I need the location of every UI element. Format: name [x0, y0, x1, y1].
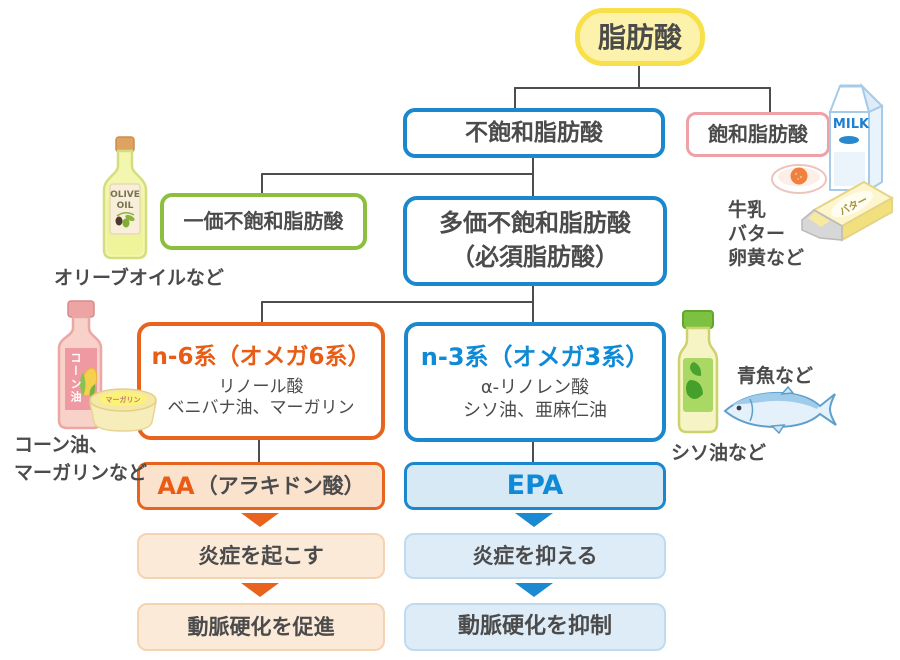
connector-line	[261, 301, 263, 324]
olive-oil-label-line1: OLIVE	[110, 190, 140, 200]
node-n6-effect1-label: 炎症を起こす	[198, 543, 324, 568]
caption-saturated-line3: 卵黄など	[728, 247, 805, 269]
caption-corn-margarine-line2: マーガリンなど	[14, 462, 148, 484]
node-n3: n-3系（オメガ3系） α-リノレン酸 シソ油、亜麻仁油	[404, 322, 666, 442]
margarine-label: マーガリン	[105, 396, 141, 404]
caption-blue-fish: 青魚など	[737, 365, 814, 387]
node-n3-title: n-3系（オメガ3系）	[420, 343, 650, 371]
caption-saturated-line2: バター	[728, 223, 786, 245]
olive-oil-bottle-icon	[102, 136, 148, 260]
node-n3-sub1: α-リノレン酸	[480, 377, 590, 398]
node-n6: n-6系（オメガ6系） リノール酸 ベニバナ油、マーガリン	[137, 322, 385, 440]
node-epa-label: EPA	[506, 470, 564, 502]
node-poly-unsaturated: 多価不飽和脂肪酸 （必須脂肪酸）	[403, 196, 667, 286]
caption-shiso-oil: シソ油など	[671, 442, 767, 464]
root-node-fatty-acid: 脂肪酸	[575, 8, 705, 66]
node-n3-sub2: シソ油、亜麻仁油	[463, 399, 607, 421]
connector-line	[258, 439, 260, 464]
down-arrow-icon	[241, 583, 279, 597]
node-poly-line2: （必須脂肪酸）	[451, 243, 619, 271]
node-n6-title: n-6系（オメガ6系）	[151, 343, 371, 370]
caption-olive-oil: オリーブオイルなど	[54, 267, 224, 289]
connector-line	[514, 87, 516, 110]
milk-label: MILK	[832, 117, 870, 132]
node-n6-sub1: リノール酸	[218, 376, 304, 397]
node-n6-effect2-label: 動脈硬化を促進	[187, 614, 335, 639]
corn-oil-bottle-icon	[57, 300, 103, 430]
butter-pack-icon	[801, 180, 895, 242]
node-poly-line1: 多価不飽和脂肪酸	[439, 209, 631, 238]
connector-line	[769, 87, 771, 114]
root-node-label: 脂肪酸	[597, 20, 682, 54]
caption-corn-margarine-line1: コーン油、	[14, 434, 109, 456]
node-aa-suffix: （アラキドン酸）	[196, 473, 365, 498]
node-n3-effect-inflammation: 炎症を抑える	[404, 533, 666, 579]
corn-oil-label: コーン油	[69, 352, 82, 404]
node-n3-effect1-label: 炎症を抑える	[472, 543, 598, 568]
connector-line	[261, 173, 534, 175]
connector-line	[261, 301, 534, 303]
shiso-oil-bottle-icon	[677, 310, 719, 434]
node-unsaturated-label: 不飽和脂肪酸	[465, 119, 603, 146]
node-saturated-label: 飽和脂肪酸	[708, 122, 808, 146]
caption-saturated-line1: 牛乳	[728, 199, 767, 221]
egg-yolk-dish-icon	[771, 164, 827, 194]
down-arrow-icon	[515, 583, 553, 597]
connector-line	[638, 64, 640, 89]
node-aa: AA （アラキドン酸）	[137, 462, 385, 510]
node-n3-effect-arteriosclerosis: 動脈硬化を抑制	[404, 603, 666, 651]
node-n6-effect-arteriosclerosis: 動脈硬化を促進	[137, 603, 385, 651]
fish-icon	[723, 385, 837, 434]
node-mono-unsaturated-label: 一価不飽和脂肪酸	[183, 209, 344, 233]
node-n3-effect2-label: 動脈硬化を抑制	[457, 614, 612, 640]
node-aa-prefix: AA	[157, 472, 195, 500]
node-n6-effect-inflammation: 炎症を起こす	[137, 533, 385, 579]
node-mono-unsaturated: 一価不飽和脂肪酸	[160, 193, 367, 250]
connector-line	[532, 441, 534, 464]
node-saturated: 飽和脂肪酸	[686, 112, 830, 157]
node-unsaturated: 不飽和脂肪酸	[403, 108, 665, 158]
olive-oil-label-line2: OIL	[116, 201, 134, 211]
connector-line	[532, 285, 534, 324]
node-epa: EPA	[404, 462, 666, 510]
margarine-tub-icon	[89, 388, 157, 432]
connector-line	[514, 87, 771, 89]
down-arrow-icon	[241, 513, 279, 527]
milk-carton-icon	[828, 82, 884, 192]
connector-line	[532, 157, 534, 198]
connector-line	[261, 173, 263, 195]
node-n6-sub2: ベニバナ油、マーガリン	[167, 397, 355, 418]
down-arrow-icon	[515, 513, 553, 527]
